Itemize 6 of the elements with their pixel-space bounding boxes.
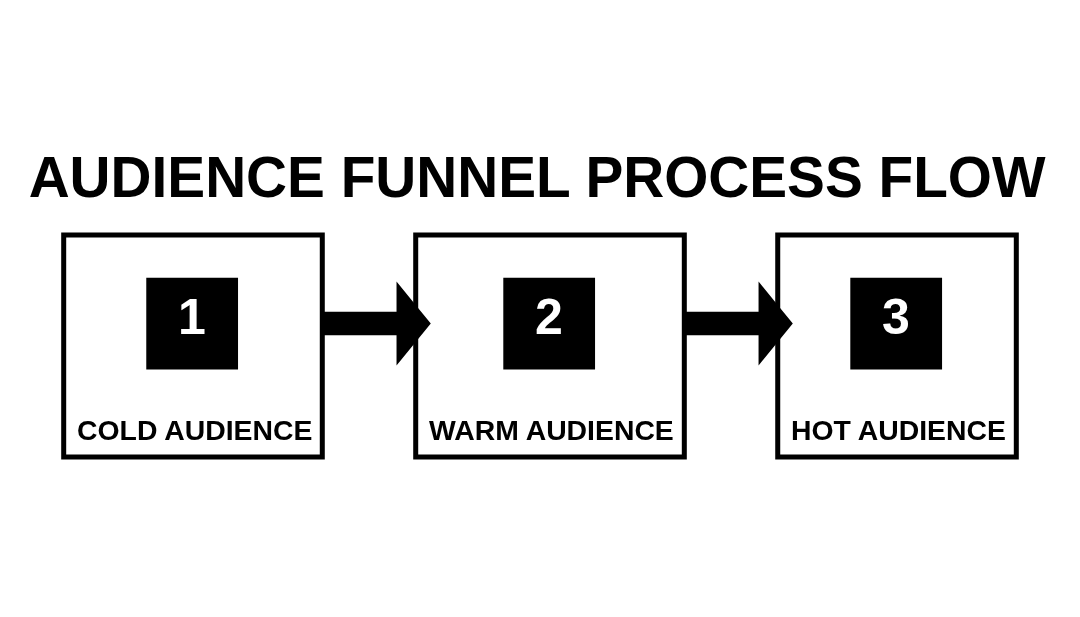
node-box: 3	[850, 277, 943, 370]
arrow	[684, 281, 793, 366]
node-box: 2	[503, 277, 596, 370]
node-box: 1	[146, 277, 239, 370]
diagram-title: AUDIENCE FUNNEL PROCESS FLOW	[28, 146, 1046, 210]
arrow	[322, 281, 431, 366]
